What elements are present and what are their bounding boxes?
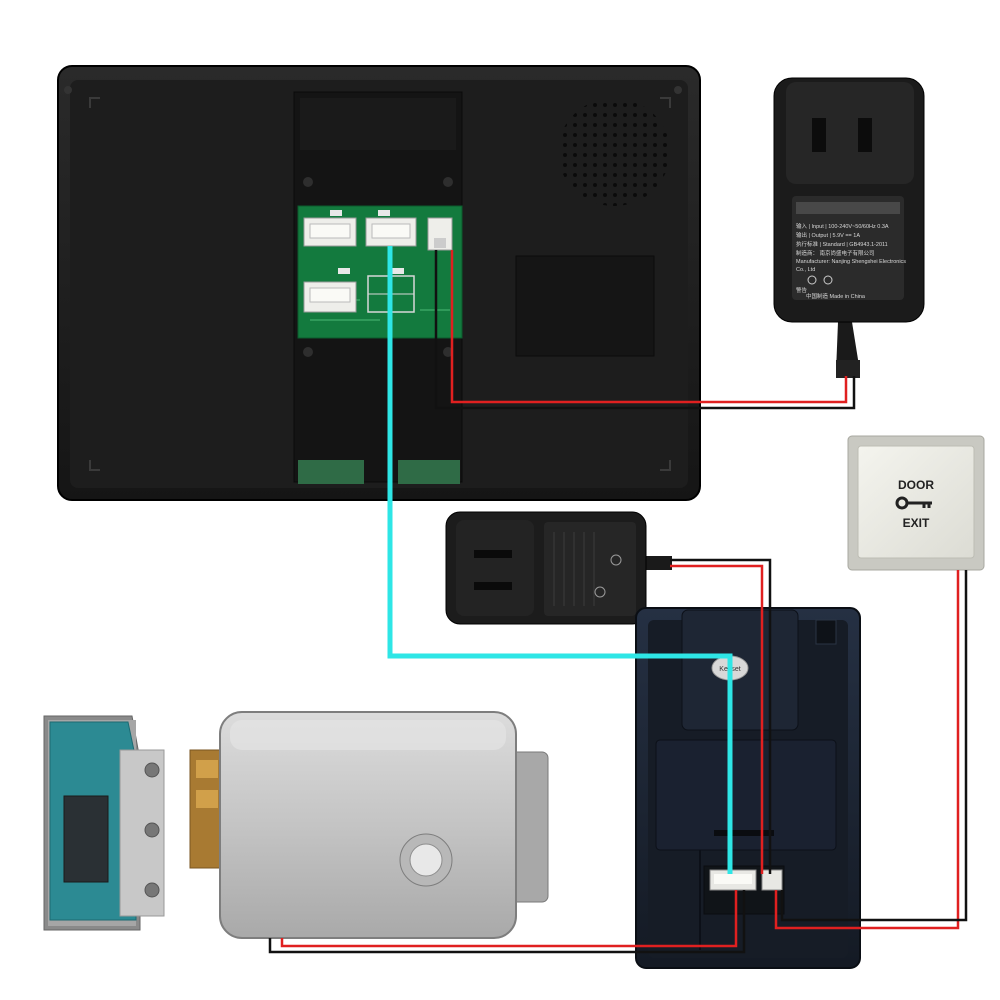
doorbell-connector-4pin bbox=[709, 869, 757, 891]
adapter-spec-maker-en: Manufacturer: Nanjing Shengshei Electron… bbox=[796, 259, 906, 265]
adapter-spec-input: 输入 | Input | 100-240V~50/60Hz 0.3A bbox=[796, 222, 889, 230]
cert-mark-icon bbox=[594, 586, 606, 598]
wire-monitor-power-positive bbox=[450, 250, 848, 404]
adapter-spec-maker-co: Co., Ltd bbox=[796, 267, 815, 273]
outdoor-doorbell-panel bbox=[635, 607, 861, 969]
adapter-made-in: 中国制造 Made in China bbox=[806, 292, 866, 300]
ccc-mark-icon bbox=[823, 275, 833, 285]
doorbell-connector-2pin bbox=[761, 869, 783, 891]
wire-lock-adapter-negative bbox=[670, 558, 772, 874]
cert-mark-icon bbox=[807, 275, 817, 285]
adapter-spec-output: 输出 | Output | 5.9V == 1A bbox=[796, 231, 860, 239]
wire-monitor-power-negative bbox=[434, 250, 856, 410]
wire-signal-cyan bbox=[387, 246, 733, 874]
key-icon bbox=[895, 496, 932, 510]
exit-button-label-door[interactable]: DOOR bbox=[898, 478, 934, 492]
strike-plate bbox=[43, 715, 165, 931]
connector-port-2 bbox=[365, 217, 417, 247]
monitor-power-adapter: 输入 | Input | 100-240V~50/60Hz 0.3A 输出 | … bbox=[773, 77, 925, 378]
adapter-warning: 警告 bbox=[796, 286, 808, 294]
exit-button-label-exit[interactable]: EXIT bbox=[903, 516, 930, 530]
wire-exit-button-positive bbox=[774, 570, 960, 930]
power-port bbox=[427, 217, 453, 251]
wire-exit-button-negative bbox=[780, 570, 968, 922]
connector-port-3 bbox=[303, 281, 357, 313]
recycle-mark-icon bbox=[610, 554, 622, 566]
connector-port-1 bbox=[303, 217, 357, 247]
lock-power-adapter bbox=[445, 511, 672, 625]
wire-lock-negative bbox=[268, 890, 746, 954]
wire-lock-adapter-positive bbox=[670, 564, 764, 874]
wire-lock-positive bbox=[280, 890, 738, 948]
adapter-spec-standard: 执行标准 | Standard | GB4943.1-2011 bbox=[796, 240, 888, 248]
adapter-spec-maker-cn: 制造商： 南京尚盛电子有限公司 bbox=[796, 249, 875, 257]
electric-lock bbox=[189, 711, 549, 939]
